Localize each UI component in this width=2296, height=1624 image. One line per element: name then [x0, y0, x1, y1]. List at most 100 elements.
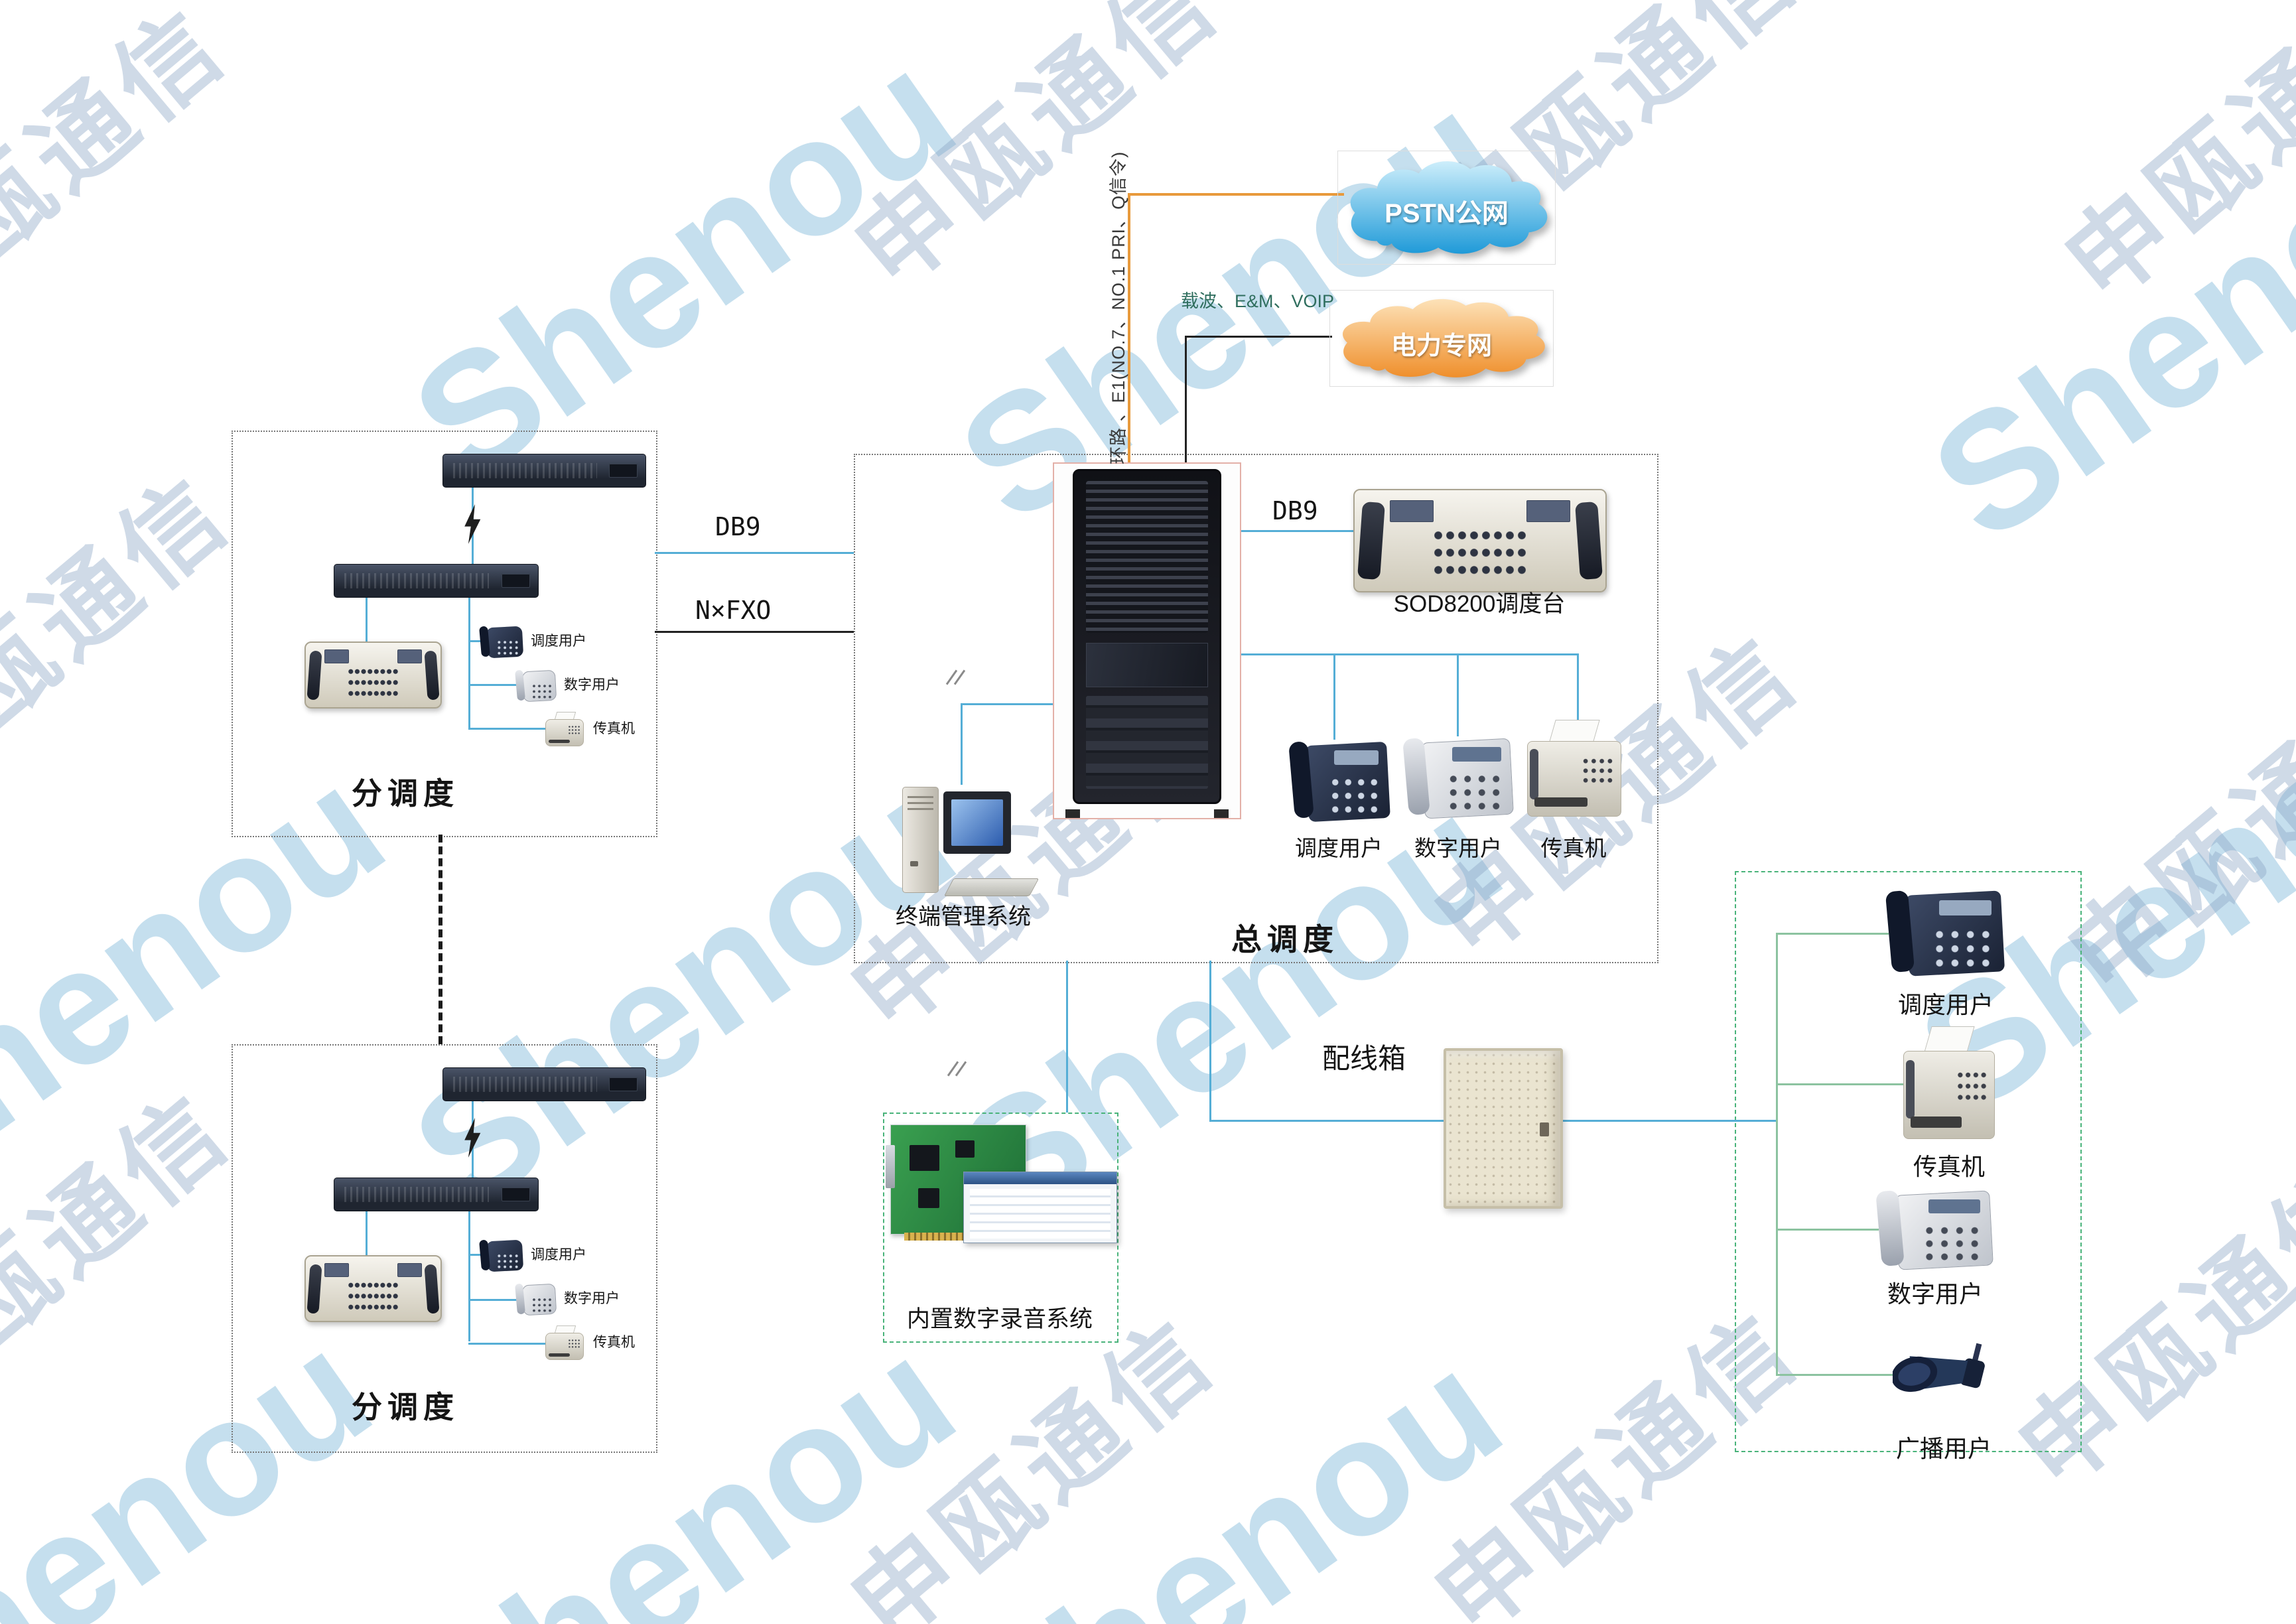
exchange-unit-icon [334, 1178, 539, 1211]
connector-main-wiring-v [1209, 961, 1211, 1121]
subscriber-box [1735, 871, 2082, 1452]
fax-machine-icon [545, 712, 584, 746]
sub-user-label: 传真机 [593, 1335, 635, 1350]
terminal-label: 终端管理系统 [896, 904, 1031, 929]
e1-trunk-label: 环路 、E1(NO.7、NO.1 PRI、Q信令) [1109, 151, 1128, 464]
connector-user-drop-1 [1333, 653, 1335, 740]
rack-cabinet [1073, 469, 1221, 804]
wiring-cabinet-icon [1444, 1048, 1563, 1209]
connector-rack-terminal-h [961, 703, 1053, 705]
main-exchange-rack-icon [1053, 462, 1241, 819]
watermark-text: 申瓯通信 [0, 454, 252, 819]
terminal-pc-icon [902, 785, 1040, 896]
connector-subbottom-bus [468, 1210, 470, 1341]
sub-user-label: 数字用户 [564, 677, 620, 693]
connector-rack-users-bus [1240, 653, 1577, 655]
subscriber-label: 传真机 [1913, 1153, 1985, 1180]
sub-dispatch-top-box [232, 431, 657, 837]
connector-subtop-bus [468, 596, 470, 728]
sub-dispatch-top-title: 分调度 [352, 776, 459, 811]
sub-user-label: 调度用户 [531, 634, 586, 649]
watermark-text: 申瓯通信 [0, 0, 248, 352]
digital-phone-icon [1402, 735, 1514, 820]
connector-wiring-subscribers [1558, 1120, 1776, 1122]
connector-nxfxo [655, 631, 854, 633]
connector-subscriber-stub-3 [1776, 1229, 1879, 1231]
connector-user-drop-3 [1577, 653, 1579, 720]
digital-phone-icon [515, 1282, 557, 1316]
recording-software-window [963, 1172, 1117, 1243]
connector-subtop-console [366, 596, 368, 642]
power-network-cloud: 电力专网 [1329, 290, 1554, 387]
main-dispatch-box [854, 454, 1658, 963]
fax-machine-icon [1527, 720, 1621, 817]
subscriber-label: 调度用户 [1897, 991, 1993, 1018]
sub-dispatch-bottom-box [232, 1044, 657, 1453]
subscriber-label: 数字用户 [1887, 1280, 1983, 1308]
watermark-text: 申瓯通信 [2045, 0, 2296, 322]
connector-main-recording [1066, 961, 1068, 1113]
connector-subscriber-stub-1 [1776, 933, 1889, 935]
connector-subscriber-stub-4 [1776, 1374, 1893, 1376]
connector-subtop-stub-1 [468, 640, 488, 642]
dispatch-phone-icon [479, 625, 524, 659]
recording-system-box [883, 1113, 1118, 1343]
cloud-icon [1342, 299, 1545, 377]
main-user-label: 传真机 [1540, 836, 1607, 860]
digital-phone-icon [515, 669, 557, 703]
broadcast-speaker-icon [1891, 1320, 1995, 1428]
exchange-unit-icon [334, 564, 539, 598]
dispatch-phone-icon [1288, 738, 1390, 823]
sod8200-console-icon [1353, 489, 1607, 592]
sub-console-icon [304, 1255, 442, 1322]
subscriber-label: 广播用户 [1895, 1435, 1992, 1462]
connector-subtop-stub-2 [468, 684, 521, 686]
digital-phone-icon [1875, 1187, 1993, 1270]
sub-dispatch-bottom-title: 分调度 [352, 1390, 459, 1424]
watermark-text: 申瓯通信 [835, 0, 1241, 308]
nxfxo-label: N×FXO [695, 596, 772, 625]
connector-break-icon [947, 1060, 969, 1080]
cloud-icon [1350, 161, 1547, 254]
db9-left-label: DB9 [715, 512, 761, 541]
watermark-text: 申瓯通信 [0, 1071, 252, 1436]
connector-rack-console [1240, 530, 1353, 532]
recording-system-label: 内置数字录音系统 [906, 1306, 1093, 1332]
db9-right-label: DB9 [1272, 496, 1318, 525]
dispatch-phone-icon [1885, 888, 2005, 978]
main-user-label: 数字用户 [1414, 836, 1502, 860]
sub-console-icon [304, 642, 442, 709]
connector-db9-left [655, 552, 854, 554]
connector-subbottom-stub-2 [468, 1299, 521, 1301]
connector-subtop-stub-3 [468, 728, 549, 730]
connector-inter-dispatch-dashed [439, 835, 442, 1044]
connector-user-drop-2 [1457, 653, 1459, 736]
connector-pstn-horizontal [1128, 193, 1344, 196]
trunk-unit-icon [442, 454, 646, 488]
connector-subscriber-bus [1776, 933, 1778, 1375]
fax-machine-icon [1903, 1026, 1995, 1139]
dispatch-phone-icon [479, 1239, 524, 1272]
watermark-text: Shenou [1900, 74, 2296, 576]
connector-break-icon [945, 669, 968, 689]
fax-machine-icon [545, 1325, 584, 1360]
pstn-cloud-label: PSTN公网 [1384, 199, 1509, 229]
connector-subbottom-console [366, 1210, 368, 1255]
sub-user-label: 传真机 [593, 721, 635, 736]
wiring-box-label: 配线箱 [1322, 1043, 1406, 1074]
sod8200-console-label: SOD8200调度台 [1393, 591, 1566, 617]
connector-pstn-vertical [1128, 193, 1130, 464]
pstn-cloud: PSTN公网 [1337, 151, 1556, 265]
connector-subbottom-stub-1 [468, 1254, 488, 1256]
connector-subscriber-stub-2 [1776, 1083, 1903, 1085]
connector-rack-terminal-v [961, 703, 963, 785]
carrier-link-label: 载波、E&M、VOIP [1181, 291, 1335, 311]
sub-user-label: 数字用户 [564, 1291, 620, 1306]
main-user-label: 调度用户 [1295, 836, 1383, 860]
connector-subbottom-stub-3 [468, 1343, 549, 1345]
watermark-text: Shenou [927, 1315, 1532, 1624]
connector-power-horizontal [1185, 336, 1332, 338]
connector-power-vertical [1185, 336, 1187, 464]
connector-main-wiring-h [1209, 1120, 1444, 1122]
